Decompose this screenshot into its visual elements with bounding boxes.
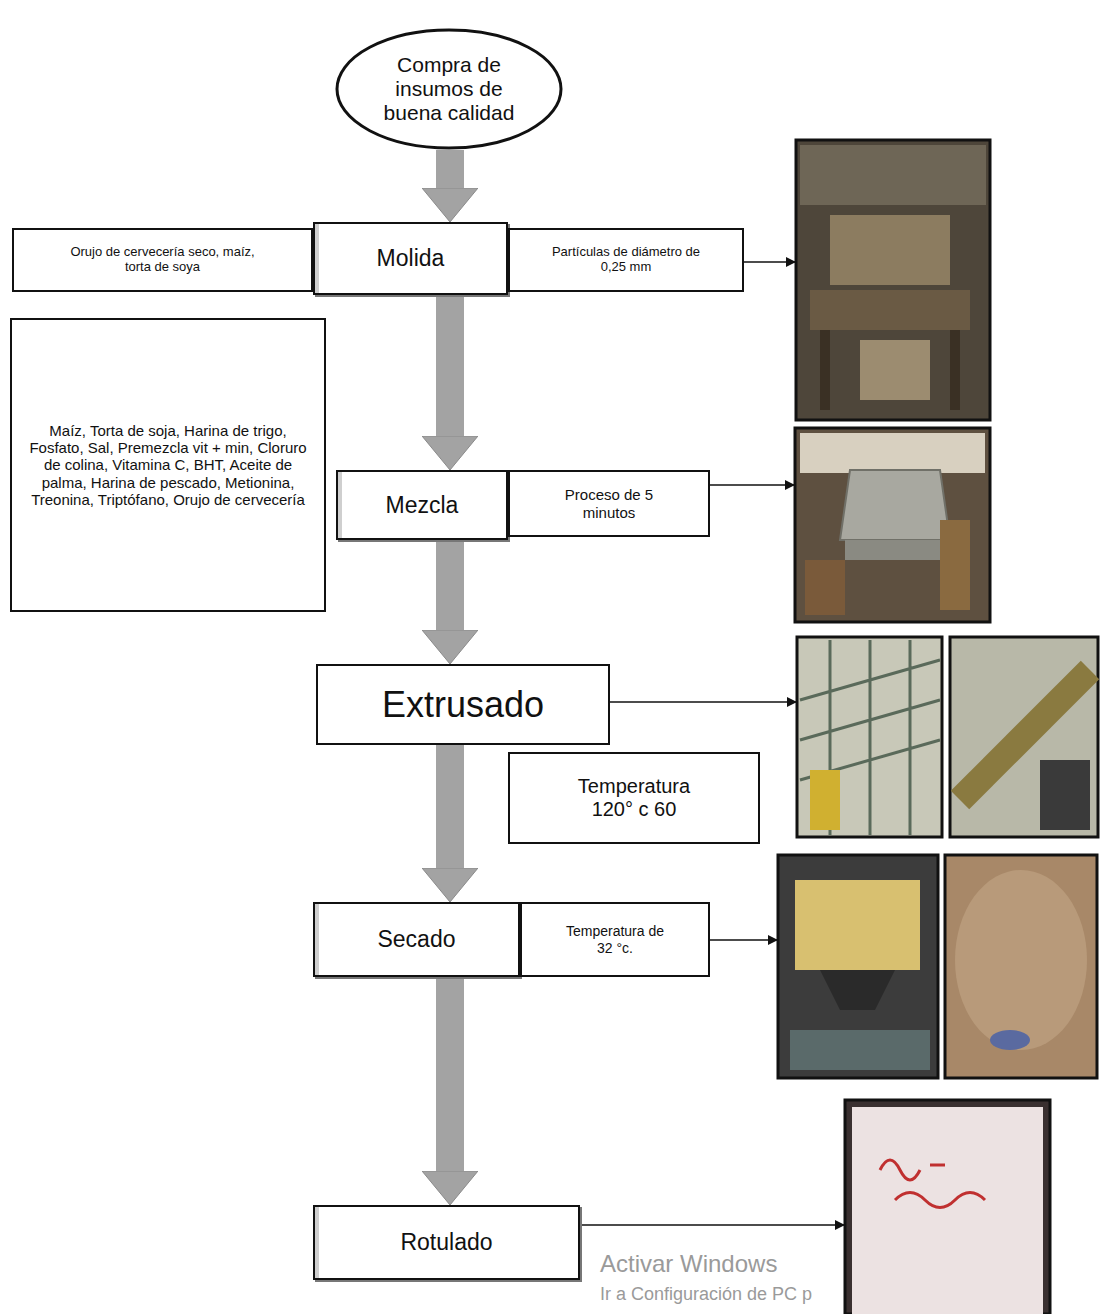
mixer-stand [940, 520, 970, 610]
flow-arrow [436, 150, 464, 188]
photo-frame [796, 140, 990, 420]
input-box: Maíz, Torta de soja, Harina de trigo, Fo… [10, 318, 326, 612]
photo-frame [778, 855, 938, 1078]
mill-hopper [830, 215, 950, 285]
floor [790, 1030, 930, 1070]
dryer-photo [778, 855, 1097, 1078]
mixer-photo [795, 428, 990, 622]
process-box: Rotulado [313, 1205, 580, 1280]
mixer-base [845, 540, 945, 560]
extruder-frame [800, 640, 940, 835]
parameter-box: Temperatura de 32 °c. [520, 902, 710, 977]
photo-frame [945, 855, 1097, 1078]
mill-table [810, 290, 970, 330]
watermark: Ir a Configuración de PC p [600, 1284, 812, 1305]
node-text: Temperatura 120° c 60 [559, 775, 709, 821]
mill-photo [796, 140, 990, 420]
parameter-box: Proceso de 5 minutos [508, 470, 710, 537]
node-text: Rotulado [400, 1229, 492, 1255]
node-text: Partículas de diámetro de 0,25 mm [551, 245, 701, 275]
parameter-box: Partículas de diámetro de 0,25 mm [508, 228, 744, 292]
sack [852, 1107, 1043, 1314]
node-text: Temperatura de 32 °c. [560, 923, 670, 955]
photo-frame [795, 428, 990, 622]
photo-wall [800, 433, 985, 473]
ellipse-shape [337, 30, 561, 148]
process-box: Mezcla [336, 470, 508, 540]
feed-pellets [955, 870, 1087, 1050]
parameter-box: Temperatura 120° c 60 [508, 752, 760, 844]
process-box: Extrusado [316, 664, 610, 745]
mill-leg [950, 330, 960, 410]
node-text: Maíz, Torta de soja, Harina de trigo, Fo… [28, 422, 308, 508]
node-text: Compra de insumos de buena calidad [374, 53, 524, 125]
mill-leg [820, 330, 830, 410]
leader-line [710, 939, 778, 941]
light-spot [990, 1030, 1030, 1050]
leader-line [610, 701, 797, 703]
handwritten-mark [880, 1160, 985, 1208]
node-text: Secado [377, 926, 455, 952]
leader-line [580, 1224, 845, 1226]
input-box: Orujo de cervecería seco, maíz, torta de… [12, 228, 313, 292]
watermark: Activar Windows [600, 1250, 777, 1278]
worker-figure [810, 770, 840, 830]
photo-frame [950, 637, 1098, 837]
worker-figure [1040, 760, 1090, 830]
sack-photo [845, 1100, 1050, 1314]
leader-line [710, 484, 795, 486]
photo-wall [800, 145, 986, 205]
extruder-photo [797, 637, 1098, 837]
flow-arrow [436, 540, 464, 630]
flow-arrow [436, 295, 464, 436]
mixer-box [805, 560, 845, 615]
flow-arrow [436, 977, 464, 1171]
leader-line [744, 261, 796, 263]
mixer-body [840, 470, 950, 540]
node-text: Extrusado [382, 684, 544, 725]
process-box: Molida [313, 222, 508, 295]
node-text: Proceso de 5 minutos [544, 486, 674, 521]
node-text: Orujo de cervecería seco, maíz, torta de… [63, 245, 263, 275]
dryer-body [795, 880, 920, 970]
node-text: Mezcla [386, 492, 459, 518]
photo-frame [797, 637, 942, 837]
photo-frame [845, 1100, 1050, 1314]
start-ellipse: Compra de insumos de buena calidad [335, 28, 563, 150]
dryer-funnel [820, 970, 895, 1010]
process-box: Secado [313, 902, 520, 977]
node-text: Molida [377, 245, 445, 271]
mill-motor [860, 340, 930, 400]
flow-arrow [436, 745, 464, 868]
